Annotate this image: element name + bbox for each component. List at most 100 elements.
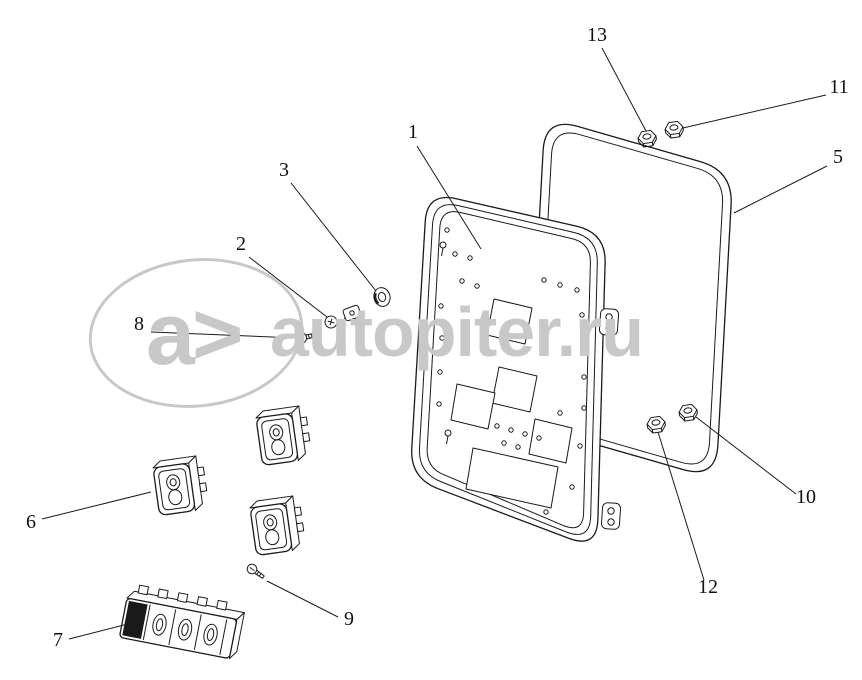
panel-rim-outline (418, 204, 598, 535)
callout-12: 12 (698, 576, 718, 598)
gang-divider (168, 609, 177, 645)
square-cutout (528, 418, 573, 464)
terminal-tab (199, 482, 208, 493)
clip-hole (349, 310, 355, 316)
callout-11: 11 (829, 76, 848, 98)
hinge-top (598, 308, 620, 336)
nut-hole (669, 124, 679, 131)
keyhole-circle (439, 241, 447, 249)
block-hole (271, 439, 286, 456)
panel-hole (444, 227, 450, 233)
leader-8 (150, 331, 297, 339)
keyhole-slot-bottom (444, 429, 452, 445)
hinge-body (598, 308, 620, 336)
frame-seal (529, 123, 732, 473)
leader-11 (682, 94, 827, 129)
nut-depth (678, 409, 698, 422)
panel-hole (579, 312, 585, 318)
callout-1: 1 (408, 121, 418, 143)
panel-hole (557, 282, 563, 288)
gang-divider (219, 619, 228, 655)
panel-holes (436, 227, 587, 515)
frame-outer-outline (529, 123, 732, 473)
panel-hole (543, 509, 549, 515)
panel-hole (467, 255, 473, 261)
block-inner-frame (158, 468, 191, 511)
terminal-tab (293, 506, 302, 517)
main-panel (411, 196, 622, 542)
terminal-tab (216, 599, 228, 611)
square-cutout (450, 383, 496, 430)
screw-slot (329, 318, 333, 326)
nut-body (637, 129, 657, 145)
watermark: a> autopiter.ru (88, 258, 644, 408)
panel-hole (522, 431, 528, 437)
callout-13: 13 (587, 24, 607, 46)
keyhole-slot-top (439, 241, 447, 257)
hinge-hole (605, 324, 613, 332)
gang-switch-panel (119, 584, 245, 660)
hex-nut-12 (646, 415, 666, 434)
keyhole-tail (441, 247, 444, 257)
nut-depth (637, 135, 657, 148)
nut-depth (646, 421, 666, 434)
leader-12 (657, 431, 705, 581)
gang-hole (203, 623, 218, 646)
callout-7: 7 (53, 629, 63, 651)
callout-2: 2 (236, 233, 246, 255)
gang-dark-segment (122, 600, 148, 639)
block-front-face (153, 463, 196, 516)
frame-inner-outline (537, 132, 724, 465)
panel-hole (581, 343, 587, 349)
panel-hole (557, 410, 563, 416)
panel-hole (438, 303, 444, 309)
hinge-body (600, 502, 622, 530)
gang-divider (142, 604, 151, 640)
switch-block-upper (255, 405, 311, 466)
hinge-hole (607, 518, 615, 526)
panel-hole (541, 277, 547, 283)
block-inner-frame (255, 508, 288, 551)
callout-6: 6 (26, 511, 36, 533)
screw-slot (249, 566, 255, 572)
nut-hole (651, 419, 661, 426)
panel-hole (494, 423, 500, 429)
square-cutout (491, 366, 538, 413)
hex-nut-11 (664, 120, 684, 139)
panel-hole (536, 435, 542, 441)
hex-nut-13 (637, 129, 657, 148)
panel-hole (577, 443, 583, 449)
leader-2 (248, 256, 328, 318)
leader-3 (290, 182, 377, 292)
gang-hole-inner (155, 618, 164, 632)
panel-hole (501, 440, 507, 446)
leader-lines (41, 47, 828, 640)
grommet-3 (373, 287, 391, 307)
watermark-ellipse (88, 258, 304, 408)
block-hole-inner (266, 518, 274, 527)
terminal-tab (296, 522, 305, 533)
switch-block-lower (249, 495, 305, 556)
screw-shaft (305, 332, 319, 340)
callout-5: 5 (833, 146, 843, 168)
callout-9: 9 (344, 608, 354, 630)
gang-divider (193, 614, 202, 650)
leader-10 (695, 416, 797, 495)
nut-body (664, 120, 684, 136)
panel-hole (515, 444, 521, 450)
clip-body (342, 304, 362, 322)
panel-hole (581, 374, 587, 380)
nut-depth (664, 126, 684, 139)
panel-hole (474, 283, 480, 289)
switch-block-left (152, 455, 208, 516)
hex-nut-10 (678, 403, 698, 422)
gang-hole (177, 618, 193, 641)
keyhole-circle (444, 429, 452, 437)
gang-hole-inner (181, 623, 189, 637)
watermark-logo: a> (146, 284, 240, 383)
hinge-hole (605, 313, 613, 321)
callout-labels: 1 2 3 5 6 7 8 9 10 11 12 13 (26, 24, 849, 651)
leader-7 (68, 623, 129, 640)
